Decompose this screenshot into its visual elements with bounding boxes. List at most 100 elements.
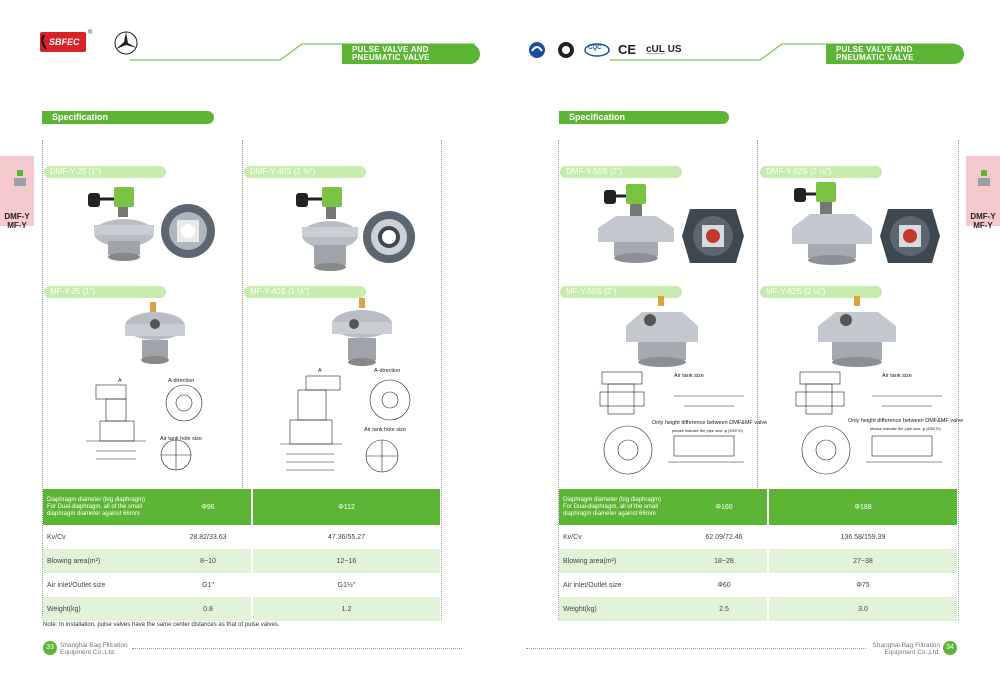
valve-image [594,182,678,273]
page-number: 34 [943,641,957,655]
drawing-label: please indicate the pipe size: φ (E/B/70… [870,426,941,431]
table-cell-value: Φ160 [681,489,767,525]
table-cell-value: 136.58/159.39 [769,525,957,549]
side-label-1: DMF-Y [4,212,30,221]
column-divider [558,140,559,620]
table-cell-value: Φ75 [769,573,957,597]
banner-line-1: PULSE VALVE AND [352,45,429,54]
table-cell-value: 18~28 [681,549,767,573]
drawing-label: A [118,378,122,384]
drawing-label: Air tank size [674,373,704,379]
drawing-label: A-direction [168,378,195,384]
valve-image [326,296,398,373]
cert-icon-2 [557,41,575,64]
column-divider [757,140,758,620]
table-cell-label: Weight(kg) [43,597,165,621]
drawing-label: please indicate the pipe size: φ (E/B/70… [672,428,743,433]
product-label: DMF-Y-50S (2") [560,166,682,178]
company-name-line-1: Shanghai Bag Filtration [60,642,128,649]
drawing-label: Air tank hole size [364,427,406,433]
product-label: DMF-Y-25 (1") [44,166,166,178]
valve-image [290,185,360,282]
table-cell-value: 0.8 [165,597,251,621]
spec-table: Diaphragm diameter (big diaphragm) For D… [559,489,957,621]
table-cell-value: 12~16 [253,549,440,573]
technical-drawing [280,375,411,473]
column-divider [958,140,959,620]
table-cell-value: G1½" [253,573,440,597]
column-divider [42,140,43,620]
table-cell-value: 62.09/72.46 [681,525,767,549]
table-cell-label: Blowing area(m²) [43,549,165,573]
side-label-2: MF-Y [973,221,993,230]
table-cell-value: 27~38 [769,549,957,573]
product-label: MF-Y-62S (2 ½") [760,286,882,298]
emblem-icon [112,28,144,58]
footer-rule [132,648,462,649]
drawing-label: A [318,368,322,374]
spec-table: Diaphragm diameter (big diaphragm) For D… [43,489,440,621]
side-valve-icon [976,170,992,195]
company-name-line-2: Equipment Co.,Ltd. [60,649,116,656]
table-cell-value: 3.0 [769,597,957,621]
valve-image [620,296,704,377]
table-cell-label: Diaphragm diameter (big diaphragm) For D… [43,489,165,525]
technical-drawing [599,371,744,475]
table-cell-value: Φ188 [769,489,957,525]
valve-bottom-view [878,205,942,272]
cqc-label: CQC [588,45,602,51]
footer-rule [526,648,866,649]
table-cell-label: Kv/Cv [43,525,165,549]
product-label: MF-Y-25 (1") [44,286,166,298]
section-banner: PULSE VALVE AND PNEUMATIC VALVE [826,44,964,64]
brand-logo-text: SBFEC [46,36,83,48]
ce-mark: CE [618,42,637,57]
valve-bottom-view [680,205,746,272]
table-cell-value: 2.5 [681,597,767,621]
drawing-label: Only height difference between DMF&MF va… [848,418,964,424]
side-valve-icon [12,170,28,195]
valve-image [120,300,190,371]
valve-image [84,185,154,270]
ul-mark: c̲U̲L̲ US [646,44,682,55]
column-divider [242,140,243,620]
table-cell-label: Air inlet/Outlet size [43,573,165,597]
valve-image [790,180,874,275]
banner-line-1: PULSE VALVE AND [836,45,913,54]
company-name-line-1: Shanghai Bag Filtration [872,642,940,649]
side-category-tab [0,156,34,226]
side-label-2: MF-Y [7,221,27,230]
product-label: MF-Y-50S (2") [560,286,682,298]
technical-drawing [795,371,942,475]
drawing-label: A-direction [374,368,401,374]
section-banner: PULSE VALVE AND PNEUMATIC VALVE [342,44,480,64]
valve-bottom-view [362,210,416,269]
banner-line-2: PNEUMATIC VALVE [836,53,914,62]
technical-drawing [86,384,203,471]
page-number: 33 [43,641,57,655]
registered-mark: ® [88,30,93,36]
product-label: DMF-Y-62S (2 ½") [760,166,882,178]
column-divider [441,140,442,620]
table-cell-value: 47.36/55.27 [253,525,440,549]
side-category-tab [966,156,1000,226]
cqc-icon [584,43,610,62]
side-label-1: DMF-Y [970,212,996,221]
spec-tab: Specification [42,111,214,124]
table-cell-label: Blowing area(m²) [559,549,681,573]
table-cell-value: 8~10 [165,549,251,573]
table-cell-label: Air inlet/Outlet size [559,573,681,597]
valve-bottom-view [160,203,216,264]
table-cell-label: Diaphragm diameter (big diaphragm) For D… [559,489,681,525]
table-cell-label: Kv/Cv [559,525,681,549]
valve-image [814,296,900,377]
banner-line-2: PNEUMATIC VALVE [352,53,430,62]
drawing-label: Air tank hole size [160,436,202,442]
table-cell-value: 28.82/33.63 [165,525,251,549]
drawing-label: Air tank size [882,373,912,379]
product-label: MF-Y-40S (1 ½") [244,286,366,298]
table-cell-value: G1" [165,573,251,597]
spec-tab: Specification [559,111,729,124]
product-label: DMF-Y-40S (1 ½") [244,166,366,178]
cert-icon-1 [528,41,546,64]
